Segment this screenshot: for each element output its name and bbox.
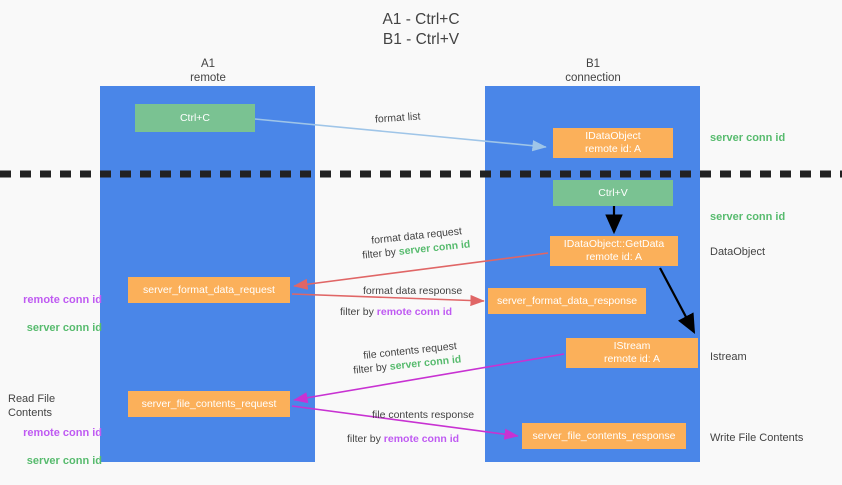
box-server-format-data-request[interactable]: server_format_data_request — [128, 277, 290, 303]
flow-label-file-contents-response: file contents response — [372, 409, 475, 421]
label-istream: Istream — [710, 351, 747, 363]
box-server-file-contents-request[interactable]: server_file_contents_request — [128, 391, 290, 417]
label-left-conn-ids-top: remote conn id server conn id — [10, 279, 102, 349]
label-server-conn-id-left-bottom: server conn id — [26, 455, 102, 467]
box-idataobject-getdata[interactable]: IDataObject::GetData remote id: A — [550, 236, 678, 266]
label-server-conn-id-left-top: server conn id — [26, 322, 102, 334]
column-header-a1: A1 remote — [190, 58, 226, 84]
label-remote-conn-id-top: remote conn id — [23, 294, 102, 306]
label-server-conn-id-second: server conn id — [710, 211, 786, 223]
filter-prefix-text: filter by — [340, 306, 377, 318]
box-idataobject[interactable]: IDataObject remote id: A — [553, 128, 673, 158]
box-istream[interactable]: IStream remote id: A — [566, 338, 698, 368]
flow-label-file-contents-response-filter: filter by remote conn id — [347, 432, 459, 446]
filter-value-remote-conn-id: remote conn id — [383, 433, 460, 445]
box-ctrl-c[interactable]: Ctrl+C — [135, 104, 255, 132]
label-dataobject: DataObject — [710, 246, 766, 258]
box-server-format-data-response[interactable]: server_format_data_response — [488, 288, 646, 314]
diagram-title: A1 - Ctrl+C B1 - Ctrl+V — [382, 11, 460, 48]
column-header-b1: B1 connection — [565, 58, 621, 84]
flow-label-format-data-response-filter: filter by remote conn id — [340, 305, 452, 319]
flow-label-format-data-response: format data response — [363, 285, 463, 297]
box-ctrl-v[interactable]: Ctrl+V — [553, 180, 673, 206]
filter-value-remote-conn-id: remote conn id — [376, 306, 453, 318]
label-server-conn-id-top: server conn id — [710, 132, 786, 144]
filter-prefix-text: filter by — [347, 433, 384, 445]
filter-prefix-text: filter by — [361, 245, 400, 262]
label-read-file-contents: Read File Contents — [8, 393, 56, 419]
flow-label-format-list: format list — [374, 110, 421, 126]
box-server-file-contents-response[interactable]: server_file_contents_response — [522, 423, 686, 449]
label-remote-conn-id-bottom: remote conn id — [23, 427, 102, 439]
filter-prefix-text: filter by — [352, 360, 391, 377]
label-left-conn-ids-bottom: remote conn id server conn id — [10, 412, 102, 482]
label-write-file-contents: Write File Contents — [710, 432, 804, 444]
